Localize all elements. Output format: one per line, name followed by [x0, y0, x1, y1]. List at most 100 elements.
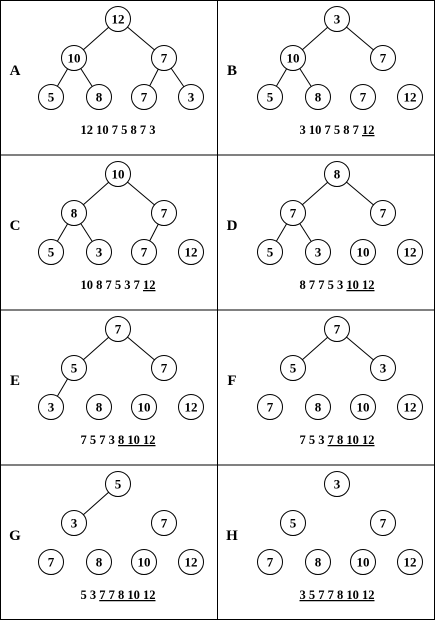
- tree-node-value: 12: [404, 90, 417, 105]
- panel-label-g: G: [9, 528, 21, 544]
- tree-node-value: 10: [138, 400, 151, 415]
- array-unsorted-part: 7 5 3: [300, 433, 328, 447]
- tree-edge: [80, 68, 93, 87]
- tree-node-value: 5: [290, 361, 297, 376]
- tree-node-circle: [105, 316, 131, 342]
- tree-edge: [346, 336, 374, 361]
- tree-node-circle: [305, 394, 331, 420]
- array-state-e: 7 5 7 3 8 10 12: [81, 433, 156, 447]
- tree-node-value: 7: [48, 555, 55, 570]
- tree-edge: [83, 181, 109, 206]
- panel-label-e: E: [10, 373, 20, 389]
- tree-node-value: 12: [404, 400, 417, 415]
- tree-node-circle: [324, 161, 350, 187]
- tree-node-circle: [397, 239, 423, 265]
- array-sorted-part: 10 12: [346, 278, 374, 292]
- tree-node-circle: [151, 355, 177, 381]
- tree-node-value: 12: [404, 555, 417, 570]
- tree-node-value: 7: [161, 51, 168, 66]
- tree-node-circle: [370, 200, 396, 226]
- array-state-f: 7 5 3 7 8 10 12: [300, 433, 375, 447]
- panel-label-h: H: [226, 528, 238, 544]
- tree-node-value: 7: [115, 322, 122, 337]
- tree-node-value: 7: [267, 555, 274, 570]
- tree-node-circle: [38, 84, 64, 110]
- array-sorted-part: 7 7 8 10 12: [99, 588, 155, 602]
- panel-label-a: A: [10, 63, 21, 79]
- tree-node-value: 7: [380, 206, 387, 221]
- tree-node-circle: [86, 549, 112, 575]
- array-state-h: 3 5 7 7 8 10 12: [300, 588, 375, 602]
- tree-node-circle: [370, 355, 396, 381]
- tree-node-circle: [280, 200, 306, 226]
- tree-node-value: 3: [71, 516, 78, 531]
- tree-node-circle: [305, 549, 331, 575]
- tree-node-value: 12: [112, 12, 125, 27]
- tree-edge: [56, 223, 69, 242]
- tree-edge: [127, 336, 155, 361]
- tree-node-value: 8: [315, 555, 322, 570]
- tree-node-circle: [178, 549, 204, 575]
- tree-node-value: 7: [161, 206, 168, 221]
- tree-edge: [346, 181, 374, 206]
- tree-node-value: 7: [267, 400, 274, 415]
- tree-edge: [275, 223, 288, 242]
- tree-node-circle: [350, 84, 376, 110]
- tree-node-circle: [257, 549, 283, 575]
- array-sorted-part: 3 5 7 7 8 10 12: [300, 588, 375, 602]
- array-sorted-part: 8 10 12: [118, 433, 156, 447]
- array-sorted-part: 7 8 10 12: [328, 433, 375, 447]
- array-unsorted-part: 10 8 7 5 3 7: [81, 278, 144, 292]
- tree-node-value: 10: [287, 51, 300, 66]
- tree-node-value: 7: [380, 516, 387, 531]
- tree-node-value: 3: [188, 90, 195, 105]
- tree-node-circle: [86, 239, 112, 265]
- tree-node-value: 10: [357, 400, 370, 415]
- tree-edge: [299, 68, 312, 87]
- tree-node-value: 7: [360, 90, 367, 105]
- tree-node-value: 10: [138, 555, 151, 570]
- tree-node-circle: [350, 239, 376, 265]
- tree-node-circle: [38, 394, 64, 420]
- tree-node-value: 7: [334, 322, 341, 337]
- tree-node-circle: [151, 45, 177, 71]
- tree-edge: [149, 68, 159, 87]
- tree-node-value: 3: [380, 361, 387, 376]
- tree-node-value: 3: [334, 477, 341, 492]
- tree-node-value: 5: [71, 361, 78, 376]
- tree-node-value: 8: [96, 400, 103, 415]
- tree-node-value: 10: [68, 51, 81, 66]
- tree-edge: [302, 336, 328, 361]
- tree-node-value: 7: [141, 245, 148, 260]
- tree-edge: [302, 26, 328, 51]
- tree-node-value: 8: [96, 90, 103, 105]
- tree-edge: [56, 68, 69, 87]
- tree-node-value: 10: [357, 245, 370, 260]
- tree-edge: [83, 336, 109, 361]
- tree-node-circle: [280, 45, 306, 71]
- tree-node-circle: [105, 6, 131, 32]
- array-state-g: 5 3 7 7 8 10 12: [81, 588, 156, 602]
- tree-node-circle: [324, 471, 350, 497]
- tree-node-circle: [397, 549, 423, 575]
- array-state-a: 12 10 7 5 8 7 3: [81, 123, 156, 137]
- array-unsorted-part: 7 5 7 3: [81, 433, 119, 447]
- tree-node-circle: [178, 394, 204, 420]
- tree-edge: [299, 223, 312, 242]
- array-state-c: 10 8 7 5 3 7 12: [81, 278, 156, 292]
- tree-node-circle: [131, 84, 157, 110]
- tree-edge: [56, 378, 69, 397]
- tree-node-value: 10: [112, 167, 125, 182]
- tree-node-value: 8: [315, 400, 322, 415]
- tree-node-circle: [38, 239, 64, 265]
- tree-edge: [149, 223, 159, 242]
- tree-node-value: 7: [141, 90, 148, 105]
- array-unsorted-part: 5 3: [81, 588, 100, 602]
- tree-node-value: 5: [48, 245, 55, 260]
- panel-label-f: F: [227, 373, 236, 389]
- tree-node-circle: [350, 394, 376, 420]
- tree-node-value: 7: [161, 516, 168, 531]
- array-sorted-part: 12: [362, 123, 375, 137]
- tree-node-value: 8: [334, 167, 341, 182]
- tree-edge: [275, 68, 288, 87]
